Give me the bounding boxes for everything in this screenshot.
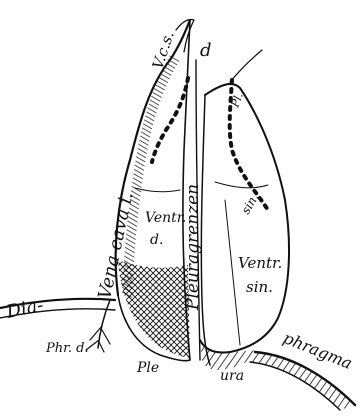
label-dia: Dia- [4,295,46,323]
pleural-boundary-dotted [152,78,268,210]
label-top-letter: d [200,40,212,61]
label-ventr-sin-line1: Ventr. [238,254,282,272]
label-ventr-d-line2: d. [150,232,163,248]
right-heart [116,20,190,361]
phrenic-nerve [86,300,110,352]
label-phr-d: Phr. d. [45,341,89,356]
label-pleura-right: ura [220,368,244,384]
label-ventr-d-line1: Ventr. [145,210,186,226]
label-pleura-left: Ple [136,360,159,376]
label-pleuragrenzen: Pleuragrenzen [183,184,203,311]
label-ventr-sin-line2: sin. [246,278,273,296]
label-small-mid-right: sin. [238,191,261,217]
